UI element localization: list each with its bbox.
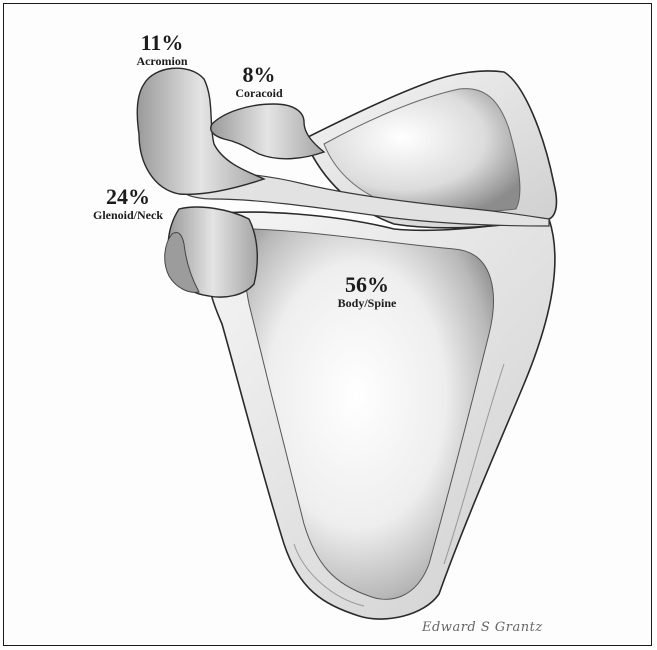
- scapula-drawing: [4, 4, 652, 646]
- coracoid-process: [211, 104, 324, 159]
- acromion-name: Acromion: [122, 55, 202, 67]
- coracoid-name: Coracoid: [219, 87, 299, 99]
- coracoid-label: 8% Coracoid: [219, 64, 299, 99]
- body-label: 56% Body/Spine: [322, 274, 412, 309]
- glenoid-label: 24% Glenoid/Neck: [76, 186, 180, 221]
- artist-signature: Edward S Grantz: [422, 620, 543, 635]
- glenoid-name: Glenoid/Neck: [76, 209, 180, 221]
- coracoid-percent: 8%: [219, 64, 299, 86]
- body-name: Body/Spine: [322, 297, 412, 309]
- acromion-label: 11% Acromion: [122, 32, 202, 67]
- acromion-percent: 11%: [122, 32, 202, 54]
- body-percent: 56%: [322, 274, 412, 296]
- glenoid-percent: 24%: [76, 186, 180, 208]
- illustration-frame: 11% Acromion 8% Coracoid 24% Glenoid/Nec…: [3, 3, 652, 646]
